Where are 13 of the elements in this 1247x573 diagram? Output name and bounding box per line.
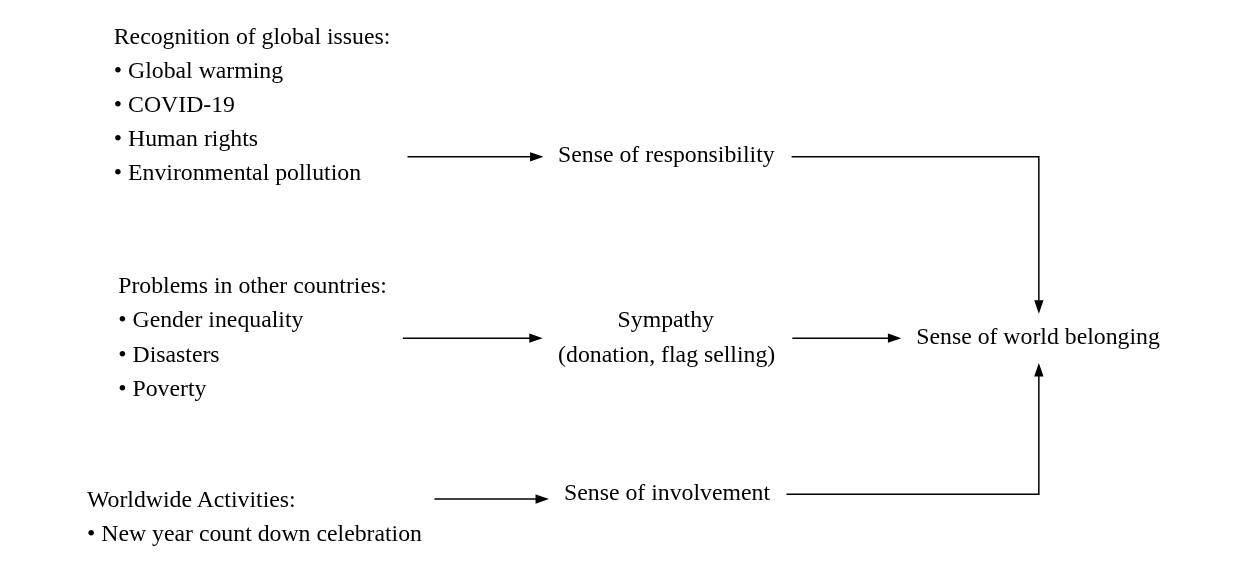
arrow	[433, 494, 549, 504]
node-text: Worldwide Activities: • New year count down celebration	[87, 486, 423, 547]
node-text: Sense of responsibility	[558, 141, 775, 168]
arrow	[790, 156, 1044, 314]
node-text: Sense of world belonging	[916, 322, 1160, 349]
node-text: Recognition of global issues: • Global warming • COVID-19 • Human rights • Environmental pollution	[113, 22, 391, 186]
node-text: Sympathy (donation, flag selling)	[558, 306, 776, 367]
node-text: Problems in other countries: • Gender inequality • Disasters • Poverty	[118, 272, 387, 401]
arrow	[402, 333, 543, 343]
node-text: Sense of involvement	[564, 478, 770, 505]
arrow	[791, 333, 902, 343]
arrow	[406, 152, 544, 162]
arrow	[785, 363, 1044, 495]
